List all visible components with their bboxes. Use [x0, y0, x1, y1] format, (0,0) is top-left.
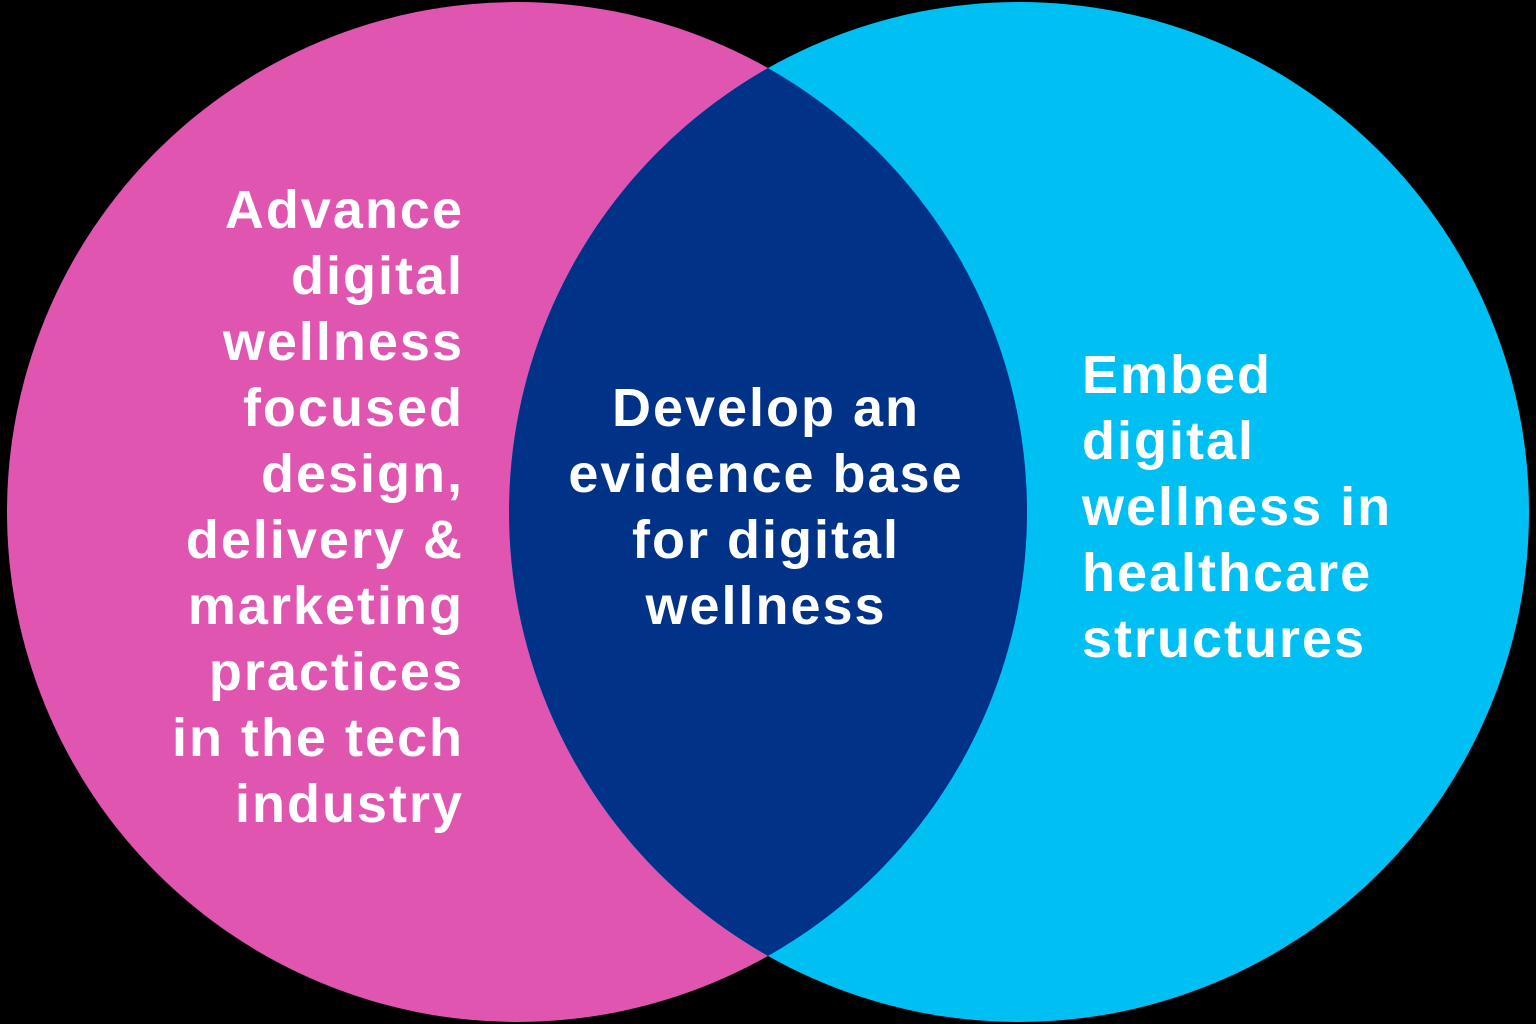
intersection-label: Develop an evidence base for digital wel…: [568, 378, 964, 636]
left-circle-label: Advance digital wellness focused design,…: [171, 180, 464, 834]
right-circle-label: Embed digital wellness in healthcare str…: [1082, 345, 1393, 669]
intersection-lens-shape: [509, 2, 1027, 1022]
